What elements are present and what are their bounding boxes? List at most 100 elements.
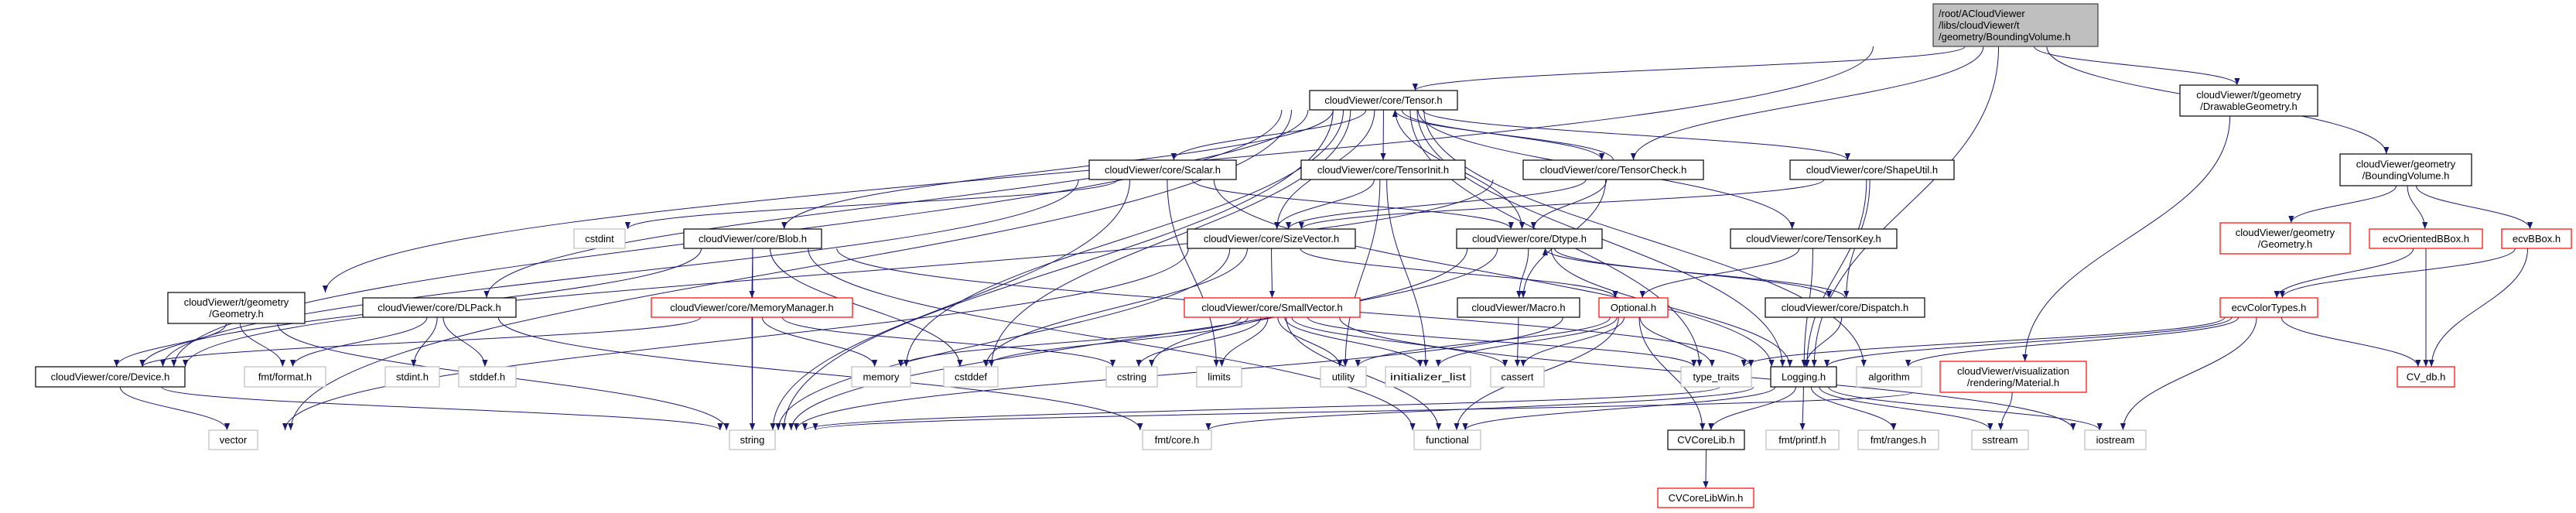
node-cvcorelibwin[interactable]: CVCoreLibWin.h [1657,487,1754,508]
node-cvcorelib[interactable]: CVCoreLib.h [1667,429,1745,450]
node-fmtcore[interactable]: fmt/core.h [1142,429,1212,450]
node-label: /Geometry.h [2258,238,2313,250]
node-root[interactable]: /root/ACloudViewer/libs/cloudViewer/t/ge… [1932,3,2099,47]
edge-tcheck-to-tensor [1392,109,1614,161]
node-cassert[interactable]: cassert [1490,366,1545,388]
edge-shapeutil-to-logging [1804,179,1867,368]
node-iostream[interactable]: iostream [2084,429,2147,450]
node-box [1765,297,1925,318]
node-label: ecvOrientedBBox.h [2383,233,2469,245]
node-ggeom[interactable]: cloudViewer/geometry/Geometry.h [2219,222,2351,255]
node-scalar[interactable]: cloudViewer/core/Scalar.h [1088,159,1237,180]
edge-dlpack-to-fmtformat [289,316,428,368]
node-typetraits[interactable]: type_traits [1680,366,1752,388]
node-box [2084,429,2147,450]
node-sizevec[interactable]: cloudViewer/core/SizeVector.h [1187,228,1356,249]
edge-sizevec-to-string [775,248,1231,431]
node-memory[interactable]: memory [851,366,911,388]
node-cstdint[interactable]: cstdint [573,228,626,249]
node-string[interactable]: string [729,429,776,450]
node-logging[interactable]: Logging.h [1770,366,1837,388]
node-algorithm[interactable]: algorithm [1856,366,1922,388]
node-box [943,366,999,388]
node-material[interactable]: cloudViewer/visualization/rendering/Mate… [1939,361,2087,393]
node-dispatch[interactable]: cloudViewer/core/Dispatch.h [1765,297,1925,318]
node-box [458,366,517,388]
node-blob[interactable]: cloudViewer/core/Blob.h [683,228,822,249]
node-label: cloudViewer/core/SizeVector.h [1204,233,1339,245]
edge-blob-to-cstddef [770,248,963,368]
node-optional[interactable]: Optional.h [1598,297,1669,318]
node-box [35,366,186,388]
node-box [2219,297,2318,318]
node-box [1971,429,2029,450]
node-label: /BoundingVolume.h [2362,170,2450,182]
node-utility[interactable]: utility [1320,366,1367,388]
edge-logging-to-cvcorelib [1708,386,1796,431]
edge-memmgr-to-cstring [781,316,1115,368]
node-fmtformat[interactable]: fmt/format.h [244,366,326,388]
node-label: cstddef [955,371,987,383]
edge-shapeutil-to-sizevec [1298,179,1825,230]
node-box [1184,297,1361,318]
node-memmgr[interactable]: cloudViewer/core/MemoryManager.h [651,297,853,318]
node-initlist[interactable]: initializer_list [1385,366,1471,388]
node-label: cloudViewer/core/DLPack.h [378,302,501,313]
node-fmtranges[interactable]: fmt/ranges.h [1857,429,1939,450]
node-stddefh[interactable]: stddef.h [458,366,517,388]
edge-tensor-to-blob [781,109,1334,230]
node-label: fmt/ranges.h [1871,434,1926,446]
node-box [1457,297,1580,318]
edge-sizevec-to-vector [282,248,1189,431]
edge-logging-to-functional [1462,386,1776,431]
node-sstream[interactable]: sstream [1971,429,2029,450]
node-macro[interactable]: cloudViewer/Macro.h [1457,297,1580,318]
node-device[interactable]: cloudViewer/core/Device.h [35,366,186,388]
edge-colortypes-to-logging [1824,316,2233,368]
node-tcheck[interactable]: cloudViewer/core/TensorCheck.h [1522,159,1704,180]
node-box [167,292,306,324]
edge-bbox-to-cvdb [2428,248,2529,368]
node-bvol[interactable]: cloudViewer/geometry/BoundingVolume.h [2339,153,2472,186]
node-cstring[interactable]: cstring [1105,366,1158,388]
edge-bvol-to-bbox [2416,185,2533,230]
node-shapeutil[interactable]: cloudViewer/core/ShapeUtil.h [1789,159,1955,180]
node-tinit[interactable]: cloudViewer/core/TensorInit.h [1300,159,1466,180]
edge-logging-to-fmtranges [1810,386,1897,431]
node-tkey[interactable]: cloudViewer/core/TensorKey.h [1730,228,1898,249]
edge-colortypes-to-iostream [2120,316,2257,431]
node-label: vector [220,434,248,446]
node-obbox[interactable]: ecvOrientedBBox.h [2369,228,2483,249]
edge-dispatch-to-logging [1802,316,1843,368]
node-box [1300,159,1466,180]
node-bbox[interactable]: ecvBBox.h [2501,228,2572,249]
node-colortypes[interactable]: ecvColorTypes.h [2219,297,2318,318]
node-box [1385,366,1471,388]
edge-scalar-to-logging [1213,179,1775,368]
edge-scalar-to-string [770,179,1131,431]
node-functional[interactable]: functional [1413,429,1481,450]
node-dtype[interactable]: cloudViewer/core/Dtype.h [1456,228,1603,249]
node-label: cloudViewer/core/TensorInit.h [1317,164,1449,176]
node-limits[interactable]: limits [1196,366,1242,388]
node-vector[interactable]: vector [208,429,258,450]
node-label: cloudViewer/geometry [2236,227,2335,238]
edge-logging-to-string [802,386,1720,431]
node-fmtprintf[interactable]: fmt/printf.h [1765,429,1840,450]
node-cvdb[interactable]: CV_db.h [2397,366,2455,388]
node-box [1522,159,1704,180]
node-smallvec[interactable]: cloudViewer/core/SmallVector.h [1184,297,1361,318]
edges-layer [114,46,2533,489]
node-dlpack[interactable]: cloudViewer/core/DLPack.h [362,297,517,318]
node-box [362,297,517,318]
node-cstddef[interactable]: cstddef [943,366,999,388]
node-stdinth[interactable]: stdint.h [384,366,440,388]
edge-blob-to-functional [808,248,1416,431]
node-tensor[interactable]: cloudViewer/core/Tensor.h [1309,90,1458,111]
node-label: sstream [1982,434,2017,446]
node-tgeom[interactable]: cloudViewer/t/geometry/Geometry.h [167,292,306,324]
edge-tkey-to-optional [1639,248,1800,299]
node-box [208,429,258,450]
edge-root-to-tcheck [1630,46,1984,161]
node-drawgeom[interactable]: cloudViewer/t/geometry/DrawableGeometry.… [2179,84,2318,117]
